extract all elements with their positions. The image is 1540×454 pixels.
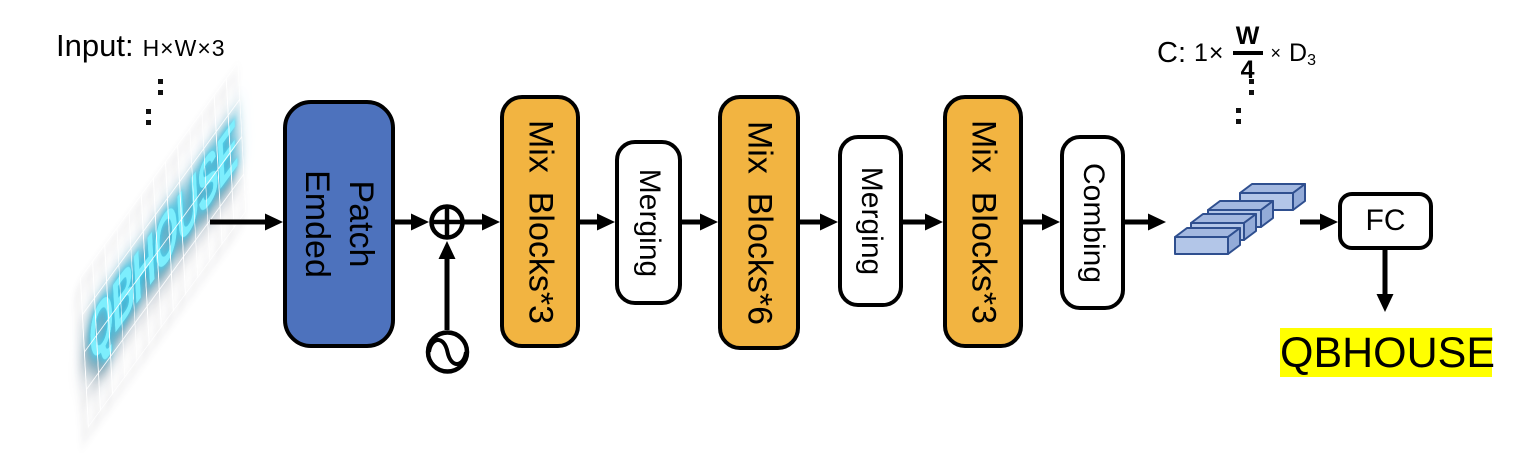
merging-2-label: Merging [854,166,888,276]
flow-arrows [210,213,1394,330]
mix-blocks-1-label: Mix Blocks*3 [521,119,560,324]
combing-box: Combing [1060,135,1125,310]
dims-fraction: W 4 [1232,22,1263,84]
fraction-bar [1232,51,1263,55]
input-dims-text: H×W×3 [142,35,226,61]
output-dims-label: C: 1× W 4 × D 3 [1157,24,1316,83]
combing-label: Combing [1076,162,1110,283]
ellipsis-dots-input [146,79,163,125]
fraction-numerator: W [1235,22,1260,50]
fc-label: FC [1365,204,1406,237]
ellipsis-dots-output [1236,79,1254,124]
fc-box: FC [1338,192,1433,250]
merging-1-box: Merging [615,140,682,305]
fraction-denominator: 4 [1240,55,1255,84]
dims-channel-subscript: 3 [1307,51,1316,69]
merging-1-label: Merging [632,168,666,277]
merging-2-box: Merging [838,135,903,307]
output-text: QBHOUSE [1280,328,1496,377]
dims-times: × [1270,42,1282,63]
feature-blocks [1174,183,1306,255]
patch-embed-box: Patch Emded [283,100,395,348]
dims-channel: D 3 [1289,38,1316,69]
dims-factor: 1× [1194,38,1225,67]
feature-block [1174,227,1241,255]
mix-blocks-1-box: Mix Blocks*3 [500,95,580,348]
positional-encoding-icon [425,330,470,374]
input-label: Input: H×W×3 [56,28,226,64]
patch-embed-line2: Emded [298,170,336,278]
patch-embed-label: Patch Emded [295,170,383,278]
mix-blocks-3-label: Mix Blocks*3 [964,119,1003,324]
add-icon [429,204,465,240]
dims-channel-base: D [1289,38,1308,67]
mix-blocks-2-label: Mix Blocks*6 [740,120,779,325]
mix-blocks-2-box: Mix Blocks*6 [718,95,800,350]
input-label-text: Input: [56,28,134,63]
patch-embed-line1: Patch [342,180,381,268]
dims-prefix: C: [1157,36,1186,69]
mix-blocks-3-box: Mix Blocks*3 [943,95,1023,348]
